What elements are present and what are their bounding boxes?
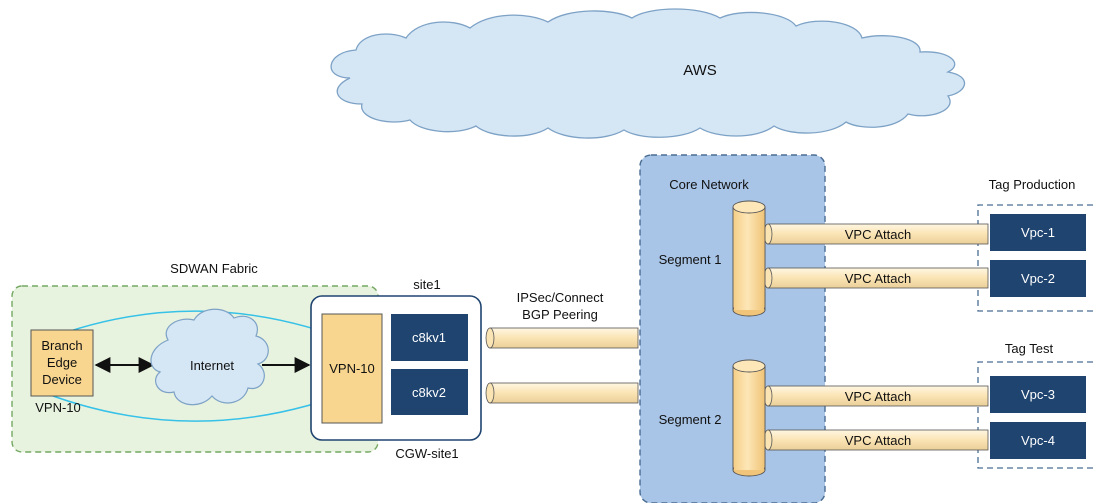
vpc-attach-label-1: VPC Attach xyxy=(845,227,911,242)
tag-production: Tag Production Vpc-1 Vpc-2 xyxy=(977,177,1093,312)
segment-2-cylinder xyxy=(732,359,766,477)
c8kv1-label: c8kv1 xyxy=(412,330,446,345)
segment-1-cylinder xyxy=(732,200,766,317)
c8kv2-node xyxy=(391,369,468,415)
c8kv2-label: c8kv2 xyxy=(412,385,446,400)
sdwan-fabric: SDWAN Fabric Branch Edge Device VPN-10 I… xyxy=(11,261,379,453)
cgw-vpn-block xyxy=(321,313,383,424)
branch-vpn-label: VPN-10 xyxy=(35,400,81,415)
vpc-attach-2: VPC Attach xyxy=(763,267,989,289)
aws-cloud: AWS xyxy=(330,8,966,139)
peering-tunnel-2 xyxy=(485,382,639,404)
vpc-3-label: Vpc-3 xyxy=(1021,387,1055,402)
cgw-site1-label: CGW-site1 xyxy=(395,446,458,461)
internet-label: Internet xyxy=(190,358,234,373)
tag-production-title: Tag Production xyxy=(989,177,1076,192)
core-network: Core Network xyxy=(639,154,826,503)
core-network-box xyxy=(639,154,826,503)
branch-line-1: Branch xyxy=(41,338,82,353)
cloud-shape xyxy=(330,8,966,139)
vpc-1-label: Vpc-1 xyxy=(1021,225,1055,240)
cgw-vpn-label: VPN-10 xyxy=(329,361,375,376)
vpc-4-node xyxy=(990,422,1086,459)
tag-test-title: Tag Test xyxy=(1005,341,1054,356)
branch-edge-device xyxy=(30,329,94,397)
cgw-site1: site1 VPN-10 c8kv1 c8kv2 CGW-site1 xyxy=(310,277,482,461)
core-network-title: Core Network xyxy=(669,177,749,192)
peering-line-1: IPSec/Connect xyxy=(517,290,604,305)
segment-2-label: Segment 2 xyxy=(659,412,722,427)
branch-line-2: Edge xyxy=(47,355,77,370)
aws-label: AWS xyxy=(683,62,717,79)
vpc-2-label: Vpc-2 xyxy=(1021,271,1055,286)
vpc-attach-3: VPC Attach xyxy=(763,385,989,407)
vpc-attach-4: VPC Attach xyxy=(763,429,989,451)
vpc-1-node xyxy=(990,214,1086,251)
site1-label: site1 xyxy=(413,277,440,292)
vpc-attach-label-4: VPC Attach xyxy=(845,433,911,448)
c8kv1-node xyxy=(391,314,468,361)
vpc-attach-label-3: VPC Attach xyxy=(845,389,911,404)
vpc-4-label: Vpc-4 xyxy=(1021,433,1055,448)
vpc-3-node xyxy=(990,376,1086,413)
branch-line-3: Device xyxy=(42,372,82,387)
vpc-2-node xyxy=(990,260,1086,297)
tag-test: Tag Test Vpc-3 Vpc-4 xyxy=(977,341,1093,469)
peering-tunnel-1 xyxy=(485,327,639,349)
sdwan-fabric-title: SDWAN Fabric xyxy=(170,261,258,276)
peering-line-2: BGP Peering xyxy=(522,307,598,322)
vpc-attach-1: VPC Attach xyxy=(763,223,989,245)
segment-1-label: Segment 1 xyxy=(659,252,722,267)
internet-cloud xyxy=(150,308,269,406)
vpc-attach-label-2: VPC Attach xyxy=(845,271,911,286)
